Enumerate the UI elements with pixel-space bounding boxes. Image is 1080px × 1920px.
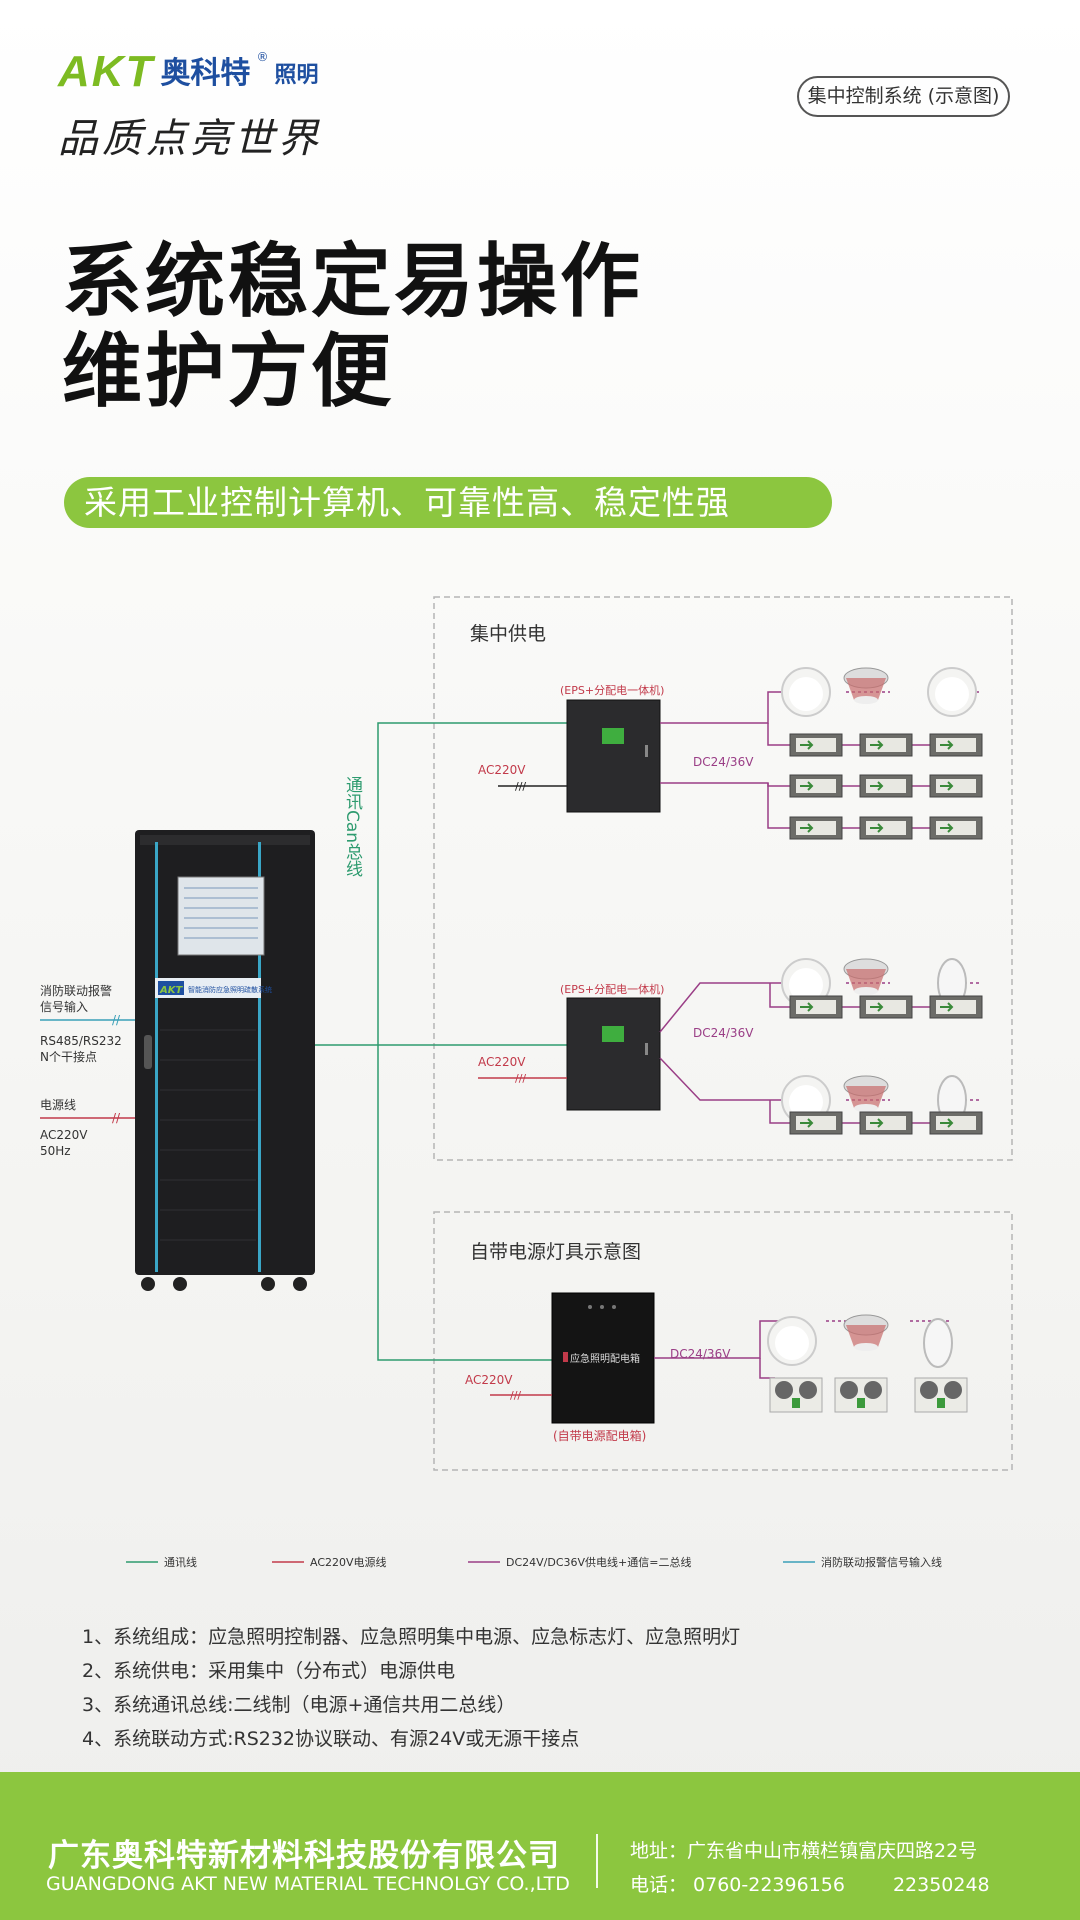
legend: 通讯线 AC220V电源线 DC24V/DC36V供电线+通信=二总线 消防联动… — [126, 1555, 942, 1569]
cabinet-input-notes: 消防联动报警 信号输入 RS485/RS232 N个干接点 电源线 AC220V… — [40, 983, 122, 1158]
headline-line-2: 维护方便 — [62, 325, 394, 418]
note-fire-signal-2: 信号输入 — [40, 999, 88, 1014]
legend-label-ac: AC220V电源线 — [310, 1555, 387, 1569]
footer-phone-1: 0760-22396156 — [693, 1874, 845, 1896]
logo-cn-text: 奥科特 — [160, 56, 251, 91]
system-tag: 集中控制系统 (示意图) — [797, 76, 1010, 117]
cabinet-logo: AKT — [159, 985, 183, 996]
legend-label-fire: 消防联动报警信号输入线 — [821, 1555, 942, 1569]
svg-text://: // — [112, 1111, 121, 1125]
note-1: 1、系统组成：应急照明控制器、应急照明集中电源、应急标志灯、应急照明灯 — [82, 1626, 741, 1648]
note-fire-signal: 消防联动报警 — [40, 983, 112, 998]
brand-logo: AKT 奥科特 ® 照明 — [58, 50, 318, 94]
svg-text:///: /// — [515, 1072, 526, 1085]
ac220-label-2: AC220V — [478, 1055, 526, 1069]
dc-label-2: DC24/36V — [693, 1026, 754, 1040]
footer-phone: 电话：0760-22396156 22350248 — [630, 1870, 996, 1897]
dc-label-3: DC24/36V — [670, 1347, 731, 1361]
note-ac220: AC220V — [40, 1128, 88, 1142]
legend-label-comm: 通讯线 — [164, 1555, 197, 1569]
comm-bus-lines — [315, 722, 567, 1361]
note-50hz: 50Hz — [40, 1144, 71, 1158]
logo-sub-text: 照明 — [274, 63, 319, 88]
dc-lines-group-1 — [654, 691, 980, 1379]
box-label: (自带电源配电箱) — [553, 1428, 646, 1443]
box-text: 应急照明配电箱 — [570, 1352, 640, 1365]
logo-akt-text: AKT — [58, 47, 155, 96]
eps-label-1: (EPS+分配电一体机) — [560, 683, 664, 697]
footer-phone-2: 22350248 — [892, 1874, 990, 1896]
eps-unit-2 — [566, 997, 661, 1111]
dc-label-1: DC24/36V — [693, 755, 754, 769]
note-4: 4、系统联动方式:RS232协议联动、有源24V或无源干接点 — [82, 1728, 580, 1750]
svg-text:///: /// — [510, 1389, 521, 1402]
ac220-label-1: AC220V — [478, 763, 526, 777]
footer-divider — [596, 1834, 598, 1888]
footer-phone-label: 电话： — [630, 1874, 688, 1896]
system-notes: 1、系统组成：应急照明控制器、应急照明集中电源、应急标志灯、应急照明灯 2、系统… — [82, 1620, 740, 1756]
note-power-line: 电源线 — [40, 1098, 76, 1112]
svg-text:///: /// — [515, 780, 526, 793]
bus-label: 通讯Can总线 — [342, 776, 363, 877]
section1-title: 集中供电 — [470, 623, 546, 645]
logo-registered-mark: ® — [256, 50, 269, 64]
footer-address: 地址：广东省中山市横栏镇富庆四路22号 — [630, 1836, 977, 1863]
eps-label-2: (EPS+分配电一体机) — [560, 982, 664, 996]
feature-pill: 采用工业控制计算机、可靠性高、稳定性强 — [64, 477, 832, 528]
footer: 广东奥科特新材料科技股份有限公司 GUANGDONG AKT NEW MATER… — [0, 1772, 1080, 1920]
footer-address-label: 地址： — [630, 1840, 688, 1862]
legend-label-dc: DC24V/DC36V供电线+通信=二总线 — [506, 1555, 692, 1569]
footer-address-value: 广东省中山市横栏镇富庆四路22号 — [687, 1840, 978, 1862]
note-3: 3、系统通讯总线:二线制（电源+通信共用二总线） — [82, 1694, 516, 1716]
headline-line-1: 系统稳定易操作 — [62, 235, 643, 328]
svg-text://: // — [112, 1013, 121, 1027]
ac220-label-3: AC220V — [465, 1373, 513, 1387]
frame-centralized — [433, 596, 1013, 1161]
footer-company-en: GUANGDONG AKT NEW MATERIAL TECHNOLGY CO.… — [46, 1873, 570, 1895]
section2-title: 自带电源灯具示意图 — [470, 1241, 641, 1263]
brand-slogan: 品质点亮世界 — [58, 116, 322, 162]
footer-company: 广东奥科特新材料科技股份有限公司 — [48, 1838, 560, 1874]
note-2: 2、系统供电：采用集中（分布式）电源供电 — [82, 1660, 456, 1682]
system-diagram: 集中供电 自带电源灯具示意图 AKT 智能消防应急照明疏散系统 消防联动报警 信… — [40, 596, 1013, 1569]
controller-cabinet: AKT 智能消防应急照明疏散系统 — [135, 830, 315, 1291]
note-rs485: RS485/RS232 — [40, 1034, 122, 1048]
cabinet-panel-label: 智能消防应急照明疏散系统 — [188, 985, 272, 994]
note-dry-contact: N个干接点 — [40, 1049, 97, 1064]
frame-self-powered — [433, 1211, 1013, 1471]
self-powered-box — [551, 1292, 655, 1424]
eps-unit-1 — [566, 699, 661, 813]
